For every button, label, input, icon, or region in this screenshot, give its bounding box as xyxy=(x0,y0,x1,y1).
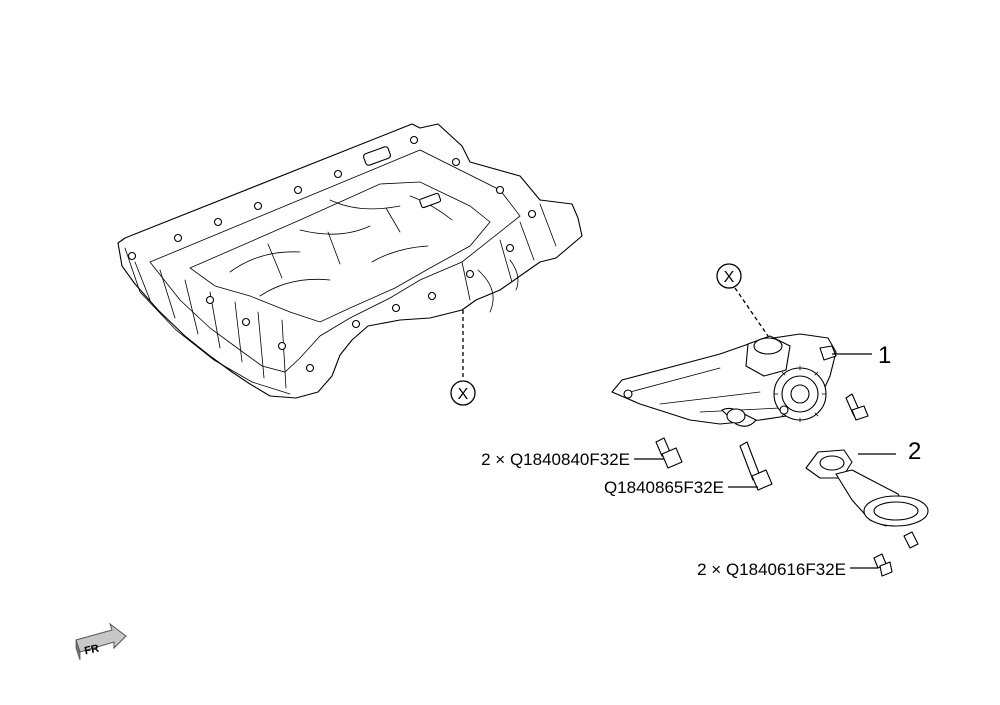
ref-x-pump-text: X xyxy=(724,269,735,286)
pump-bolt xyxy=(845,393,869,421)
pan-bolt-holes xyxy=(127,135,537,373)
ref-x-pan-marker: X xyxy=(450,380,476,406)
oil-strainer xyxy=(805,449,929,527)
bolt-b-label: Q1840865F32E xyxy=(604,478,724,497)
circled-x-pump-marker: X xyxy=(716,263,742,289)
oil-pan xyxy=(117,123,583,399)
bolt-c-label: 2 × Q1840616F32E xyxy=(697,560,846,579)
pump-reference-leader xyxy=(734,287,769,337)
callout-2: 2 xyxy=(908,438,921,465)
bolt-q1840865f32e xyxy=(739,441,773,491)
bolt-q1840616f32e xyxy=(873,531,919,577)
fr-label: FR xyxy=(83,643,100,658)
bolt-a-label: 2 × Q1840840F32E xyxy=(481,450,630,469)
ref-x-pan-text: X xyxy=(458,386,469,403)
oil-pump-assembly xyxy=(611,333,837,427)
callout-1: 1 xyxy=(878,342,891,369)
front-direction-arrow: FR xyxy=(75,622,127,661)
bolt-q1840840f32e xyxy=(655,437,683,469)
